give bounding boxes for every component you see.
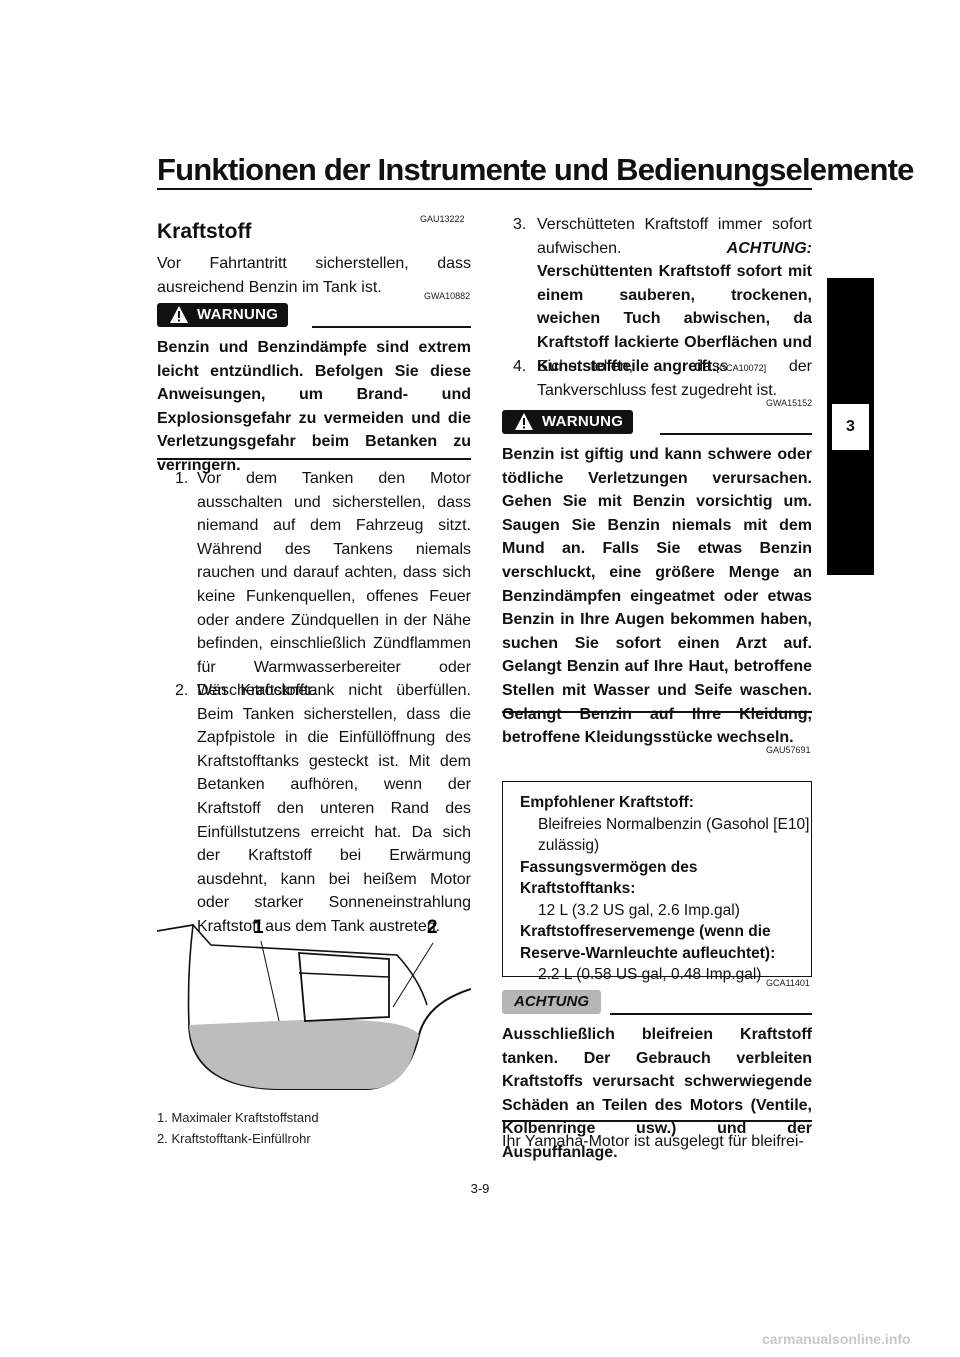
warning2-badge: WARNUNG xyxy=(502,410,634,434)
step-4-number: 4. xyxy=(513,358,527,375)
chapter-number: 3 xyxy=(832,404,869,450)
step-3-number: 3. xyxy=(513,216,527,233)
spec-label-capacity: Fassungsvermögen des Kraftstofftanks: xyxy=(520,858,698,898)
step-3-achtung: ACHTUNG: xyxy=(726,239,812,257)
warning-text: Benzin und Benzindämpfe sind extrem leic… xyxy=(157,339,471,474)
step-2-number: 2. xyxy=(175,682,189,699)
spec-label-fuel: Empfohlener Kraftstoff: xyxy=(520,794,694,811)
achtung-text: Ausschließlich bleifreien Kraftstoff tan… xyxy=(502,1026,812,1161)
intro-text: Vor Fahrtantritt sicherstellen, dass aus… xyxy=(157,255,471,296)
fuel-spec-box: Empfohlener Kraftstoff: Bleifreies Norma… xyxy=(502,781,812,983)
warning-top-rule xyxy=(312,326,471,328)
step-3-code: [GCA10072] xyxy=(716,362,767,373)
achtung-code: GCA11401 xyxy=(766,978,810,988)
spec-value-reserve: 2.2 L (0.58 US gal, 0.48 Imp.gal) xyxy=(538,966,762,983)
achtung-top-rule xyxy=(610,1013,812,1015)
step-3-text: Verschütteten Kraftstoff immer sofort au… xyxy=(537,213,812,380)
fuel-tank-diagram: 1 2 xyxy=(157,917,471,1090)
warning-code: GWA10882 xyxy=(424,291,471,301)
step-2-text: Den Kraftstofftank nicht überfüllen. Bei… xyxy=(197,682,471,935)
warning2-label: WARNUNG xyxy=(542,413,624,430)
title-rule xyxy=(157,188,812,190)
warning-bottom-rule xyxy=(157,458,471,460)
watermark: carmanualsonline.info xyxy=(762,1331,911,1347)
warning-triangle-icon xyxy=(515,413,533,430)
caption-1: 1. Maximaler Kraftstoffstand xyxy=(157,1110,319,1125)
page-number: 3-9 xyxy=(470,1181,490,1196)
section-code: GAU13222 xyxy=(420,214,465,224)
spec-code: GAU57691 xyxy=(766,745,811,755)
warning2-top-rule xyxy=(660,433,812,435)
callout-2: 2 xyxy=(427,917,438,938)
step-1-number: 1. xyxy=(175,470,189,487)
warning2-code: GWA15152 xyxy=(766,398,813,408)
warning-triangle-icon xyxy=(170,306,188,323)
callout-1: 1 xyxy=(253,917,264,938)
caption-2: 2. Kraftstofftank-Einfüllrohr xyxy=(157,1131,311,1146)
spec-label-reserve: Kraftstoffreservemenge (wenn die Reserve… xyxy=(520,923,776,962)
spec-value-capacity: 12 L (3.2 US gal, 2.6 Imp.gal) xyxy=(538,901,740,919)
step-3-plain: Verschütteten Kraftstoff immer sofort au… xyxy=(537,216,812,257)
warning2-bottom-rule xyxy=(502,711,812,713)
page-title: Funktionen der Instrumente und Bedienung… xyxy=(157,152,914,187)
warning-badge: WARNUNG xyxy=(157,303,289,327)
achtung-badge: ACHTUNG xyxy=(502,990,601,1014)
section-title: Kraftstoff xyxy=(157,220,252,243)
spec-value-fuel: Bleifreies Normalbenzin (Gasohol [E10] z… xyxy=(538,815,810,855)
step-1-text: Vor dem Tanken den Motor ausschalten und… xyxy=(197,470,471,700)
closing-text: Ihr Yamaha-Motor ist ausgelegt für bleif… xyxy=(502,1133,804,1150)
warning-label: WARNUNG xyxy=(197,306,279,323)
step-4-text: Sicherstellen, dass der Tankverschluss f… xyxy=(537,358,812,399)
step-3-bold: Verschüttenten Kraftstoff sofort mit ein… xyxy=(537,263,812,375)
warning2-text: Benzin ist giftig und kann schwere oder … xyxy=(502,446,812,747)
achtung-bottom-rule xyxy=(502,1120,812,1122)
